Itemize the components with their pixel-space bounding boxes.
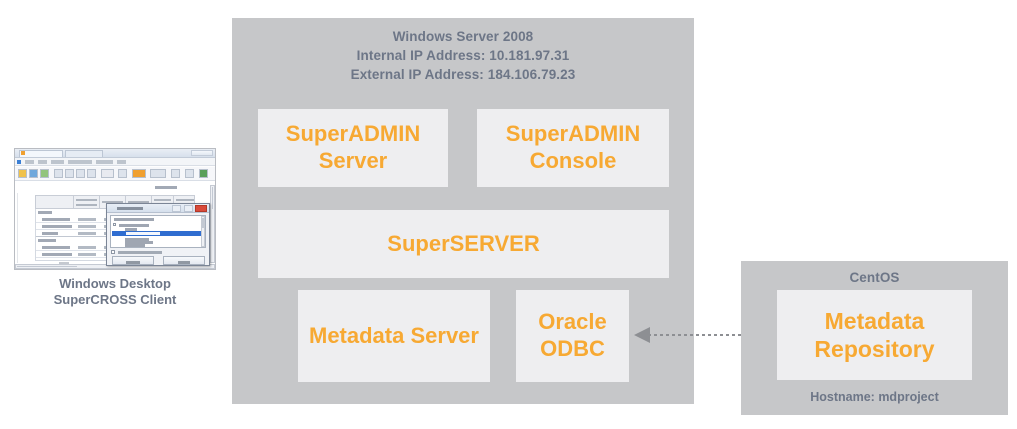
thumb-menu-cross (51, 160, 64, 164)
thumb-tool-sort-icon (185, 169, 194, 178)
thumb-tool-table-icon (101, 169, 114, 178)
box-metadata-server[interactable]: Metadata Server (298, 290, 490, 382)
thumb-menu-help (117, 160, 126, 164)
box-superadmin-console-line1: SuperADMIN (505, 121, 641, 147)
thumb-grid-group-1 (38, 211, 52, 214)
thumb-grid-col-2 (100, 196, 126, 208)
thumb-tool-save-icon (29, 169, 38, 178)
thumb-grid-corner-label (155, 186, 177, 189)
thumb-toolbar (15, 167, 215, 181)
supercross-client-screenshot (14, 148, 216, 270)
thumb-dialog-checkbox-label (118, 251, 162, 254)
thumb-grid-divider (17, 193, 18, 263)
thumb-tool-cut-icon (54, 169, 63, 178)
thumb-title-bar (15, 149, 215, 158)
thumb-menu-calculations (68, 160, 92, 164)
centos-title: CentOS (849, 270, 900, 285)
thumb-tab-1 (19, 150, 63, 157)
box-superadmin-server-line1: SuperADMIN (285, 121, 421, 147)
thumb-status-text (59, 262, 69, 265)
thumb-menu-icon (17, 160, 21, 164)
box-metadata-repository[interactable]: Metadata Repository (777, 290, 972, 380)
thumb-tool-field-icon (132, 169, 146, 178)
box-superadmin-console[interactable]: SuperADMIN Console (477, 109, 669, 187)
thumb-dialog-checkbox[interactable] (111, 250, 115, 254)
server-title-line2: Internal IP Address: 10.181.97.31 (356, 48, 570, 63)
box-oracle-odbc-line2: ODBC (540, 336, 605, 361)
box-superserver[interactable]: SuperSERVER (258, 210, 669, 278)
thumb-grid-col-1 (74, 196, 100, 208)
box-superadmin-server-line2: Server (318, 148, 388, 173)
thumb-menu-bar (15, 158, 215, 166)
thumb-menu-edit (38, 160, 47, 164)
thumb-menu-window (96, 160, 113, 164)
thumb-tool-recode-icon (150, 169, 166, 178)
thumb-tool-print-icon (40, 169, 49, 178)
thumb-grid-group-2 (38, 239, 56, 242)
thumb-tool-undo-icon (87, 169, 96, 178)
thumb-tool-paste-icon (76, 169, 85, 178)
box-metadata-repository-line2: Repository (814, 336, 935, 362)
thumb-dialog-tree-list[interactable] (110, 215, 206, 248)
thumb-tool-chart-icon (118, 169, 127, 178)
thumb-grid-col-3 (126, 196, 152, 208)
thumb-tool-copy-icon (65, 169, 74, 178)
thumb-dialog-button-1[interactable] (112, 256, 154, 265)
thumb-dialog-title-bar (107, 204, 209, 213)
box-metadata-server-label: Metadata Server (309, 322, 479, 348)
thumb-dialog-scrollbar[interactable] (201, 216, 205, 247)
box-superadmin-console-line2: Console (529, 148, 617, 173)
thumb-menu-file (25, 160, 34, 164)
thumb-dialog-button-2[interactable] (163, 256, 205, 265)
client-caption-line2: SuperCROSS Client (53, 292, 177, 307)
thumb-tool-sum-icon (171, 169, 180, 178)
box-superadmin-server[interactable]: SuperADMIN Server (258, 109, 448, 187)
box-oracle-odbc[interactable]: Oracle ODBC (516, 290, 629, 382)
thumb-window-buttons (191, 150, 213, 156)
server-title-line3: External IP Address: 184.106.79.23 (350, 67, 576, 82)
thumb-tab-2 (65, 150, 103, 157)
thumb-tool-run-icon (199, 169, 208, 178)
thumb-dialog-minimize-button[interactable] (172, 205, 181, 212)
box-oracle-odbc-line1: Oracle (538, 309, 607, 335)
centos-hostname: Hostname: mdproject (810, 390, 939, 404)
box-metadata-repository-line1: Metadata (824, 307, 925, 334)
thumb-vertical-scrollbar[interactable] (210, 185, 215, 263)
server-title-line1: Windows Server 2008 (392, 29, 534, 44)
box-superserver-label: SuperSERVER (387, 230, 540, 256)
thumb-tool-open-icon (18, 169, 27, 178)
client-caption-line1: Windows Desktop (59, 276, 171, 291)
thumb-dialog-maximize-button[interactable] (184, 205, 193, 212)
thumb-dialog-close-icon[interactable] (195, 205, 207, 212)
thumb-app-icon (21, 151, 25, 155)
centos-panel: CentOS Metadata Repository Hostname: mdp… (741, 261, 1008, 415)
windows-server-panel: Windows Server 2008 Internal IP Address:… (232, 18, 694, 404)
thumb-dialog[interactable] (106, 203, 210, 266)
thumb-grid-col-0 (36, 196, 74, 208)
thumb-dialog-selected-row[interactable] (112, 231, 204, 236)
